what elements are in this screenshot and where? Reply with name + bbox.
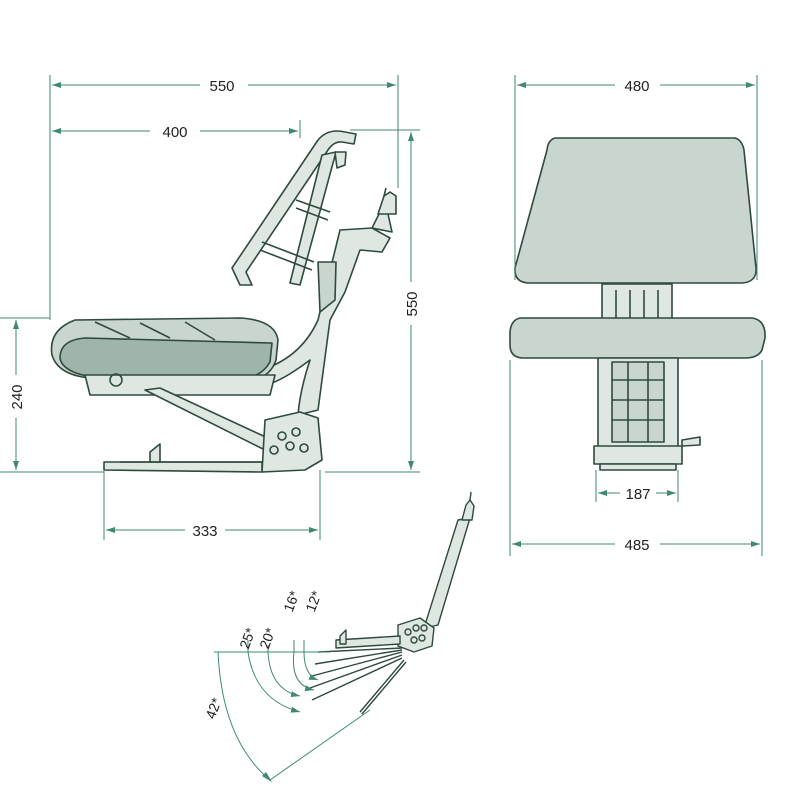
front-support-column bbox=[601, 283, 673, 321]
tilt-angle-12-label: 12* bbox=[302, 588, 324, 614]
seat-cushion bbox=[50, 317, 279, 381]
side-backrest-width-label: 400 bbox=[162, 124, 187, 141]
front-seat-width-label: 485 bbox=[624, 537, 649, 554]
front-base-width-label: 187 bbox=[625, 486, 650, 503]
front-suspension bbox=[593, 357, 701, 471]
suspension-column bbox=[254, 187, 397, 416]
front-backrest-width-label: 480 bbox=[624, 78, 649, 95]
side-height-label: 550 bbox=[404, 291, 421, 316]
backrest-frame bbox=[231, 130, 357, 286]
side-seat-height-label: 240 bbox=[9, 384, 26, 409]
tilt-angle-42-label: 42* bbox=[202, 695, 224, 721]
side-view bbox=[50, 130, 397, 473]
tilt-view bbox=[309, 491, 475, 715]
lower-mechanism bbox=[84, 373, 323, 473]
tilt-angle-16-label: 16* bbox=[280, 588, 302, 614]
front-seat-cushion bbox=[509, 317, 766, 359]
tilt-angle-arcs bbox=[214, 640, 371, 782]
front-backrest bbox=[514, 137, 757, 284]
side-base-length-label: 333 bbox=[192, 523, 217, 540]
front-view bbox=[509, 137, 766, 471]
tilt-angle-25-label: 25* bbox=[236, 625, 258, 651]
tilt-angle-20-label: 20* bbox=[256, 625, 278, 651]
side-view-dimensions bbox=[0, 75, 420, 540]
front-view-dimensions bbox=[509, 75, 763, 556]
side-overall-width-label: 550 bbox=[209, 78, 234, 95]
